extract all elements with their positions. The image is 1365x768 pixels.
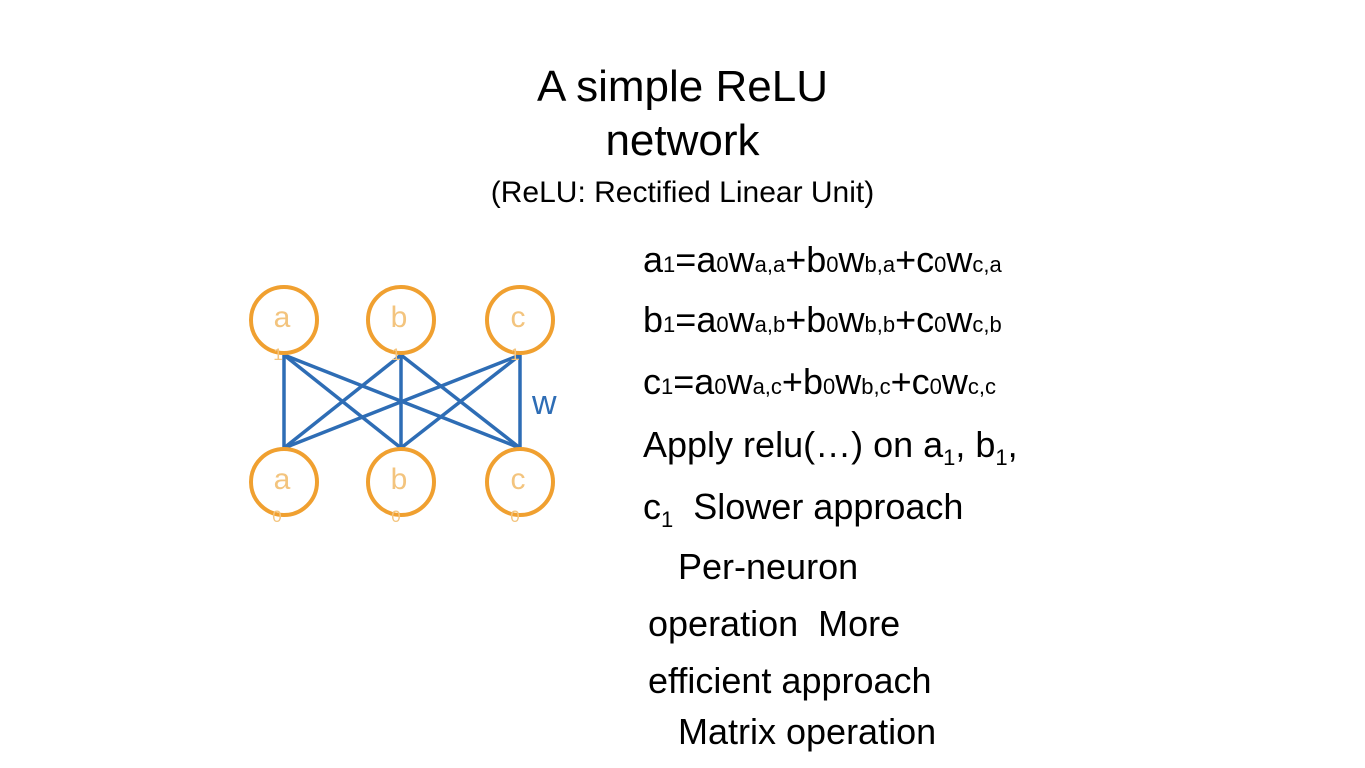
node-c0-letter: c — [510, 463, 526, 496]
node-c1-letter: c — [510, 301, 526, 334]
node-b1 — [366, 285, 436, 355]
per-neuron-line: Per-neuron — [678, 546, 859, 587]
node-a0-letter: a — [273, 463, 291, 496]
nodes — [249, 285, 555, 517]
weight-label: w — [532, 384, 557, 422]
node-c0 — [485, 447, 555, 517]
node-a0-sub: 0 — [272, 507, 282, 526]
title-line-2: network — [605, 116, 760, 165]
slower-approach-line: c1 Slower approach — [643, 486, 964, 533]
edge-a0-b1 — [282, 353, 403, 450]
node-b1-letter: b — [390, 301, 408, 334]
node-a1-letter: a — [273, 301, 291, 334]
node-a1 — [249, 285, 319, 355]
node-a1-sub: 1 — [273, 345, 283, 364]
equation-c1: c1=a0wa,c+b0wb,c+c0wc,c — [643, 361, 996, 402]
title-line-1: A simple ReLU — [536, 62, 828, 111]
matrix-operation-line: Matrix operation — [678, 711, 937, 752]
edge-b0-c1 — [399, 353, 522, 450]
equation-b1: b1=a0wa,b+b0wb,b+c0wc,b — [643, 299, 1002, 340]
node-c1-sub: 1 — [510, 345, 520, 364]
subtitle: (ReLU: Rectified Linear Unit) — [490, 176, 875, 209]
operation-more-line: operation More — [648, 603, 901, 644]
node-c0-sub: 0 — [510, 507, 520, 526]
edge-a0-c1 — [283, 353, 521, 450]
efficient-approach-line: efficient approach — [648, 660, 932, 701]
node-c1 — [485, 285, 555, 355]
node-b0-letter: b — [390, 463, 408, 496]
equation-a1: a1=a0wa,a+b0wb,a+c0wc,a — [643, 239, 1002, 280]
relu-apply-line: Apply relu(…) on a1, b1, — [643, 424, 1018, 471]
node-b0-sub: 0 — [391, 507, 401, 526]
node-a0 — [249, 447, 319, 517]
node-b1-sub: 1 — [391, 345, 401, 364]
node-b0 — [366, 447, 436, 517]
edges — [282, 353, 522, 450]
